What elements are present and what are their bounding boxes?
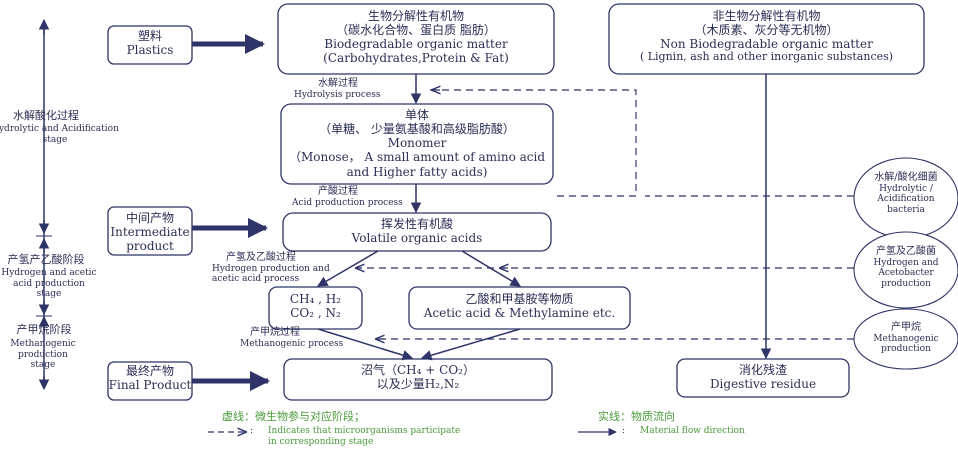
- hydrogen-process-label: 产氢及乙酸过程 Hydrogen production and acetic a…: [212, 252, 330, 285]
- volatile-en: Volatile organic acids: [351, 231, 483, 246]
- acetic-cn: 乙酸和甲基胺等物质: [465, 292, 574, 306]
- monomer-cn1: 单体: [404, 108, 429, 122]
- flow-arrow-gas-to-biogas: [317, 328, 414, 361]
- acetobacter-text: 产氢及乙酸菌 Hydrogen and Acetobacter producti…: [856, 246, 956, 290]
- biodegradable-text: 生物分解性有机物 （碳水化合物、蛋白质 脂肪） Biodegradable or…: [278, 9, 554, 66]
- stage-hydrogen-en: Hydrogen and acetic acid production stag…: [1, 268, 97, 300]
- stage-dividers: [36, 235, 52, 317]
- hydrolytic-bacteria-text: 水解/酸化细菌 Hydrolytic / Acidification bacte…: [856, 172, 956, 216]
- nonbio-cn2: （木质素、灰分等无机物）: [694, 23, 839, 38]
- flow-arrow-to-gas: [317, 250, 379, 287]
- legend-dashed-colon: :: [250, 426, 254, 436]
- hydrolysis-process-label: 水解过程 Hydrolysis process: [294, 78, 380, 100]
- methanogen-cn: 产甲烷: [891, 322, 921, 333]
- final-cn: 最终产物: [125, 364, 174, 378]
- intermediate-label: 中间产物 Intermediate product: [108, 211, 192, 253]
- intermediate-en: Intermediate product: [110, 225, 190, 254]
- flow-arrow-acetic-to-biogas: [420, 328, 521, 361]
- hydrolytic-bacteria-en2: Acidification: [877, 194, 935, 205]
- hprod-cn: 产氢及乙酸过程: [226, 252, 296, 263]
- biodeg-en1: Biodegradable organic matter: [324, 37, 508, 52]
- biodeg-en2: (Carbohydrates,Protein & Fat): [323, 51, 509, 66]
- acetobacter-en1: Hydrogen and: [873, 257, 939, 268]
- acid-cn: 产酸过程: [318, 186, 358, 197]
- hprod-en1: Hydrogen production and: [212, 263, 330, 274]
- legend-solid-colon: :: [622, 426, 626, 436]
- gas-line-2: CO₂ , N₂: [290, 306, 341, 321]
- methanogen-en1: Methanogenic: [873, 333, 939, 344]
- acetobacter-circle: [853, 231, 958, 309]
- intermediate-box: [107, 206, 193, 256]
- biogas-line-2: 以及少量H₂,N₂: [376, 377, 460, 392]
- nonbio-en2: ( Lignin, ash and other inorganic substa…: [639, 50, 894, 64]
- hprod-en2: acetic acid process: [212, 274, 300, 285]
- stage-methanogenic-cn: 产甲烷阶段: [16, 323, 72, 336]
- nonbio-cn1: 非生物分解性有机物: [712, 9, 821, 23]
- stage-hydrogen-cn: 产氢产乙酸阶段: [7, 253, 85, 266]
- hydrolysis-en: Hydrolysis process: [294, 89, 381, 100]
- legend-dashed-en1: Indicates that microorganisms participat…: [268, 426, 461, 436]
- acetobacter-en3: production: [881, 279, 931, 290]
- legend-dashed-en2: in corresponding stage: [268, 436, 374, 447]
- acetic-en: Acetic acid & Methylamine etc.: [423, 306, 616, 321]
- gas-line-1: CH₄ , H₂: [289, 292, 342, 306]
- stage-hydrolytic-cn: 水解酸化过程: [13, 109, 79, 122]
- acid-process-label: 产酸过程 Acid production process: [292, 186, 403, 208]
- stage-hydrolytic: 水解酸化过程: [0, 109, 92, 123]
- gas-text: CH₄ , H₂ CO₂ , N₂: [269, 292, 362, 320]
- methanogenic-process-label: 产甲烷过程 Methanogenic process: [240, 327, 343, 349]
- methano-cn: 产甲烷过程: [250, 327, 300, 338]
- methanogen-text: 产甲烷 Methanogenic production: [856, 322, 956, 355]
- biogas-text: 沼气（CH₄ + CO₂） 以及少量H₂,N₂: [284, 363, 552, 391]
- final-product-label: 最终产物 Final Product: [108, 364, 192, 392]
- volatile-cn: 挥发性有机酸: [380, 217, 453, 231]
- hydrolysis-cn: 水解过程: [318, 78, 358, 89]
- monomer-text: 单体 （单糖、 少量氨基酸和高级脂肪酸） Monomer （Monose， A …: [281, 108, 553, 179]
- residue-en: Digestive residue: [709, 377, 817, 392]
- monomer-en1: Monomer: [387, 136, 447, 151]
- biodeg-cn2: （碳水化合物、蛋白质 脂肪）: [336, 23, 496, 38]
- volatile-acids-text: 挥发性有机酸 Volatile organic acids: [283, 217, 551, 245]
- acetobacter-cn: 产氢及乙酸菌: [876, 246, 936, 257]
- biogas-line-1: 沼气（CH₄ + CO₂）: [361, 363, 475, 377]
- gas-box: [268, 286, 363, 330]
- methanogen-en2: production: [881, 344, 931, 355]
- dashed-hydrolysis-loop: [430, 89, 637, 197]
- stage-hydrolytic-en: Hydrolytic and Acidification stage: [0, 124, 119, 145]
- plastics-label: 塑料 Plastics: [108, 29, 192, 57]
- hydrolytic-bacteria-cn: 水解/酸化细菌: [874, 172, 938, 183]
- residue-cn: 消化残渣: [738, 363, 787, 377]
- legend-solid-en: Material flow direction: [640, 426, 745, 436]
- non-biodegradable-text: 非生物分解性有机物 （木质素、灰分等无机物） Non Biodegradable…: [609, 9, 924, 64]
- methano-en: Methanogenic process: [240, 338, 344, 349]
- acid-en: Acid production process: [292, 197, 403, 208]
- monomer-cn2: （单糖、 少量氨基酸和高级脂肪酸）: [319, 122, 515, 137]
- plastics-cn: 塑料: [137, 29, 162, 43]
- nonbio-en1: Non Biodegradable organic matter: [660, 37, 873, 52]
- plastics-en: Plastics: [126, 43, 174, 58]
- intermediate-cn: 中间产物: [125, 211, 174, 225]
- legend-dashed-cn: 虚线：微生物参与对应阶段；: [222, 410, 365, 423]
- stage-methanogenic-en: Methanogenic production stage: [10, 339, 76, 371]
- monomer-en3: and Higher fatty acids): [346, 164, 488, 179]
- hydrolytic-bacteria-en3: bacteria: [887, 205, 925, 216]
- monomer-en2: （Monose， A small amount of amino acid: [288, 150, 546, 165]
- biodeg-cn1: 生物分解性有机物: [367, 9, 464, 23]
- legend-solid-cn: 实线：物质流向: [598, 410, 675, 423]
- final-en: Final Product: [108, 378, 192, 393]
- biogas-box: [283, 358, 553, 401]
- acetic-acid-text: 乙酸和甲基胺等物质 Acetic acid & Methylamine etc.: [409, 292, 630, 320]
- digestive-residue-text: 消化残渣 Digestive residue: [677, 363, 849, 391]
- legend-dashed-en: Indicates that microorganisms participat…: [268, 426, 460, 447]
- hydrolytic-bacteria-en1: Hydrolytic /: [879, 183, 933, 194]
- acetobacter-en2: Acetobacter: [878, 268, 934, 279]
